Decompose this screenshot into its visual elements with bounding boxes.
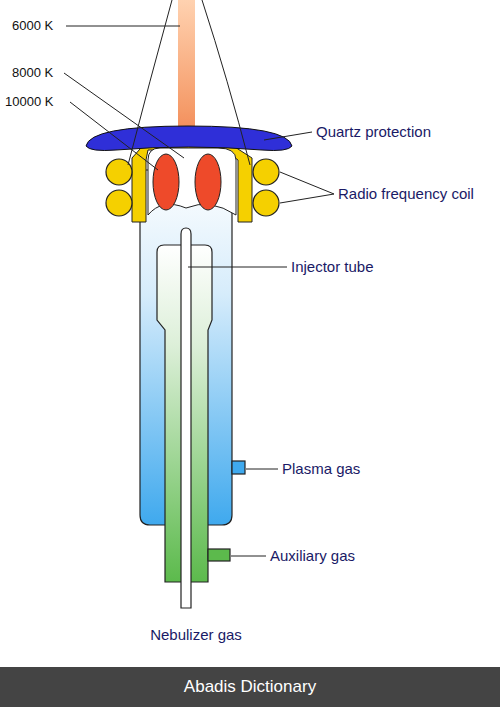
plasma-core	[195, 154, 221, 210]
footer-bar: Abadis Dictionary	[0, 667, 500, 707]
part-label: Auxiliary gas	[270, 548, 355, 563]
rf-coil	[106, 190, 132, 216]
rf-coil	[253, 190, 279, 216]
plasma-region	[148, 148, 236, 215]
auxiliary-gas-inlet	[208, 549, 230, 561]
part-label: Radio frequency coil	[338, 186, 474, 201]
part-label: Nebulizer gas	[150, 627, 242, 642]
part-label: Plasma gas	[282, 461, 360, 476]
plasma-envelope	[202, 0, 250, 165]
leader-lines	[64, 26, 334, 556]
injector-tube	[181, 228, 191, 608]
plasma-core	[153, 154, 179, 210]
plasma-gas-inlet	[232, 461, 245, 474]
coil-holder	[132, 140, 252, 222]
watermark-text: Abadis Dictionary	[184, 677, 316, 697]
rf-coil	[253, 159, 279, 185]
temperature-label: 6000 K	[12, 19, 53, 32]
plasma-envelope	[128, 0, 172, 165]
part-label: Injector tube	[291, 259, 374, 274]
temperature-label: 10000 K	[5, 95, 53, 108]
temperature-label: 8000 K	[12, 66, 53, 79]
part-label: Quartz protection	[316, 124, 431, 139]
